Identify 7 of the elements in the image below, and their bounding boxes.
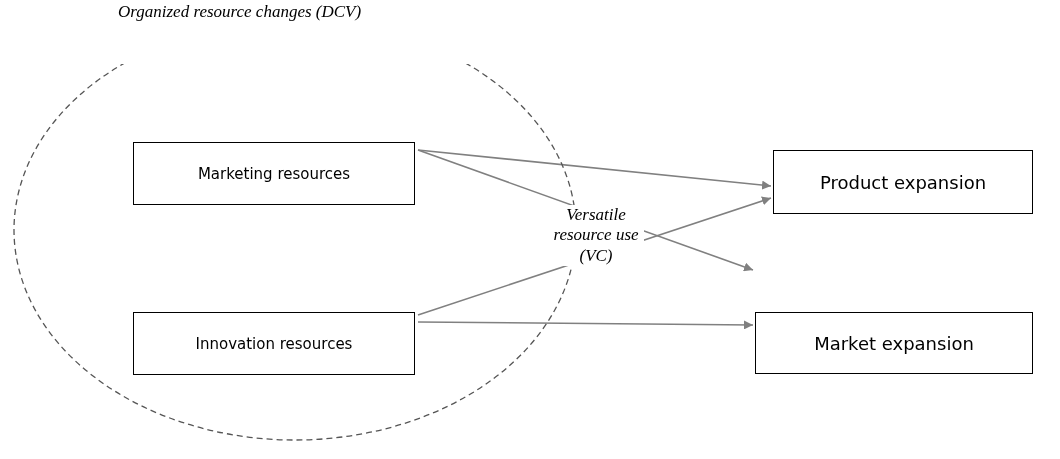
outcome-box: Product expansion bbox=[773, 150, 1033, 214]
outcome-box: Market expansion bbox=[755, 312, 1033, 374]
arrow bbox=[417, 149, 772, 190]
resource-box: Marketing resources bbox=[133, 142, 415, 205]
group-heading: Organized resource changes (DCV) bbox=[118, 2, 362, 22]
arrow bbox=[417, 320, 754, 330]
resource-box: Innovation resources bbox=[133, 312, 415, 375]
